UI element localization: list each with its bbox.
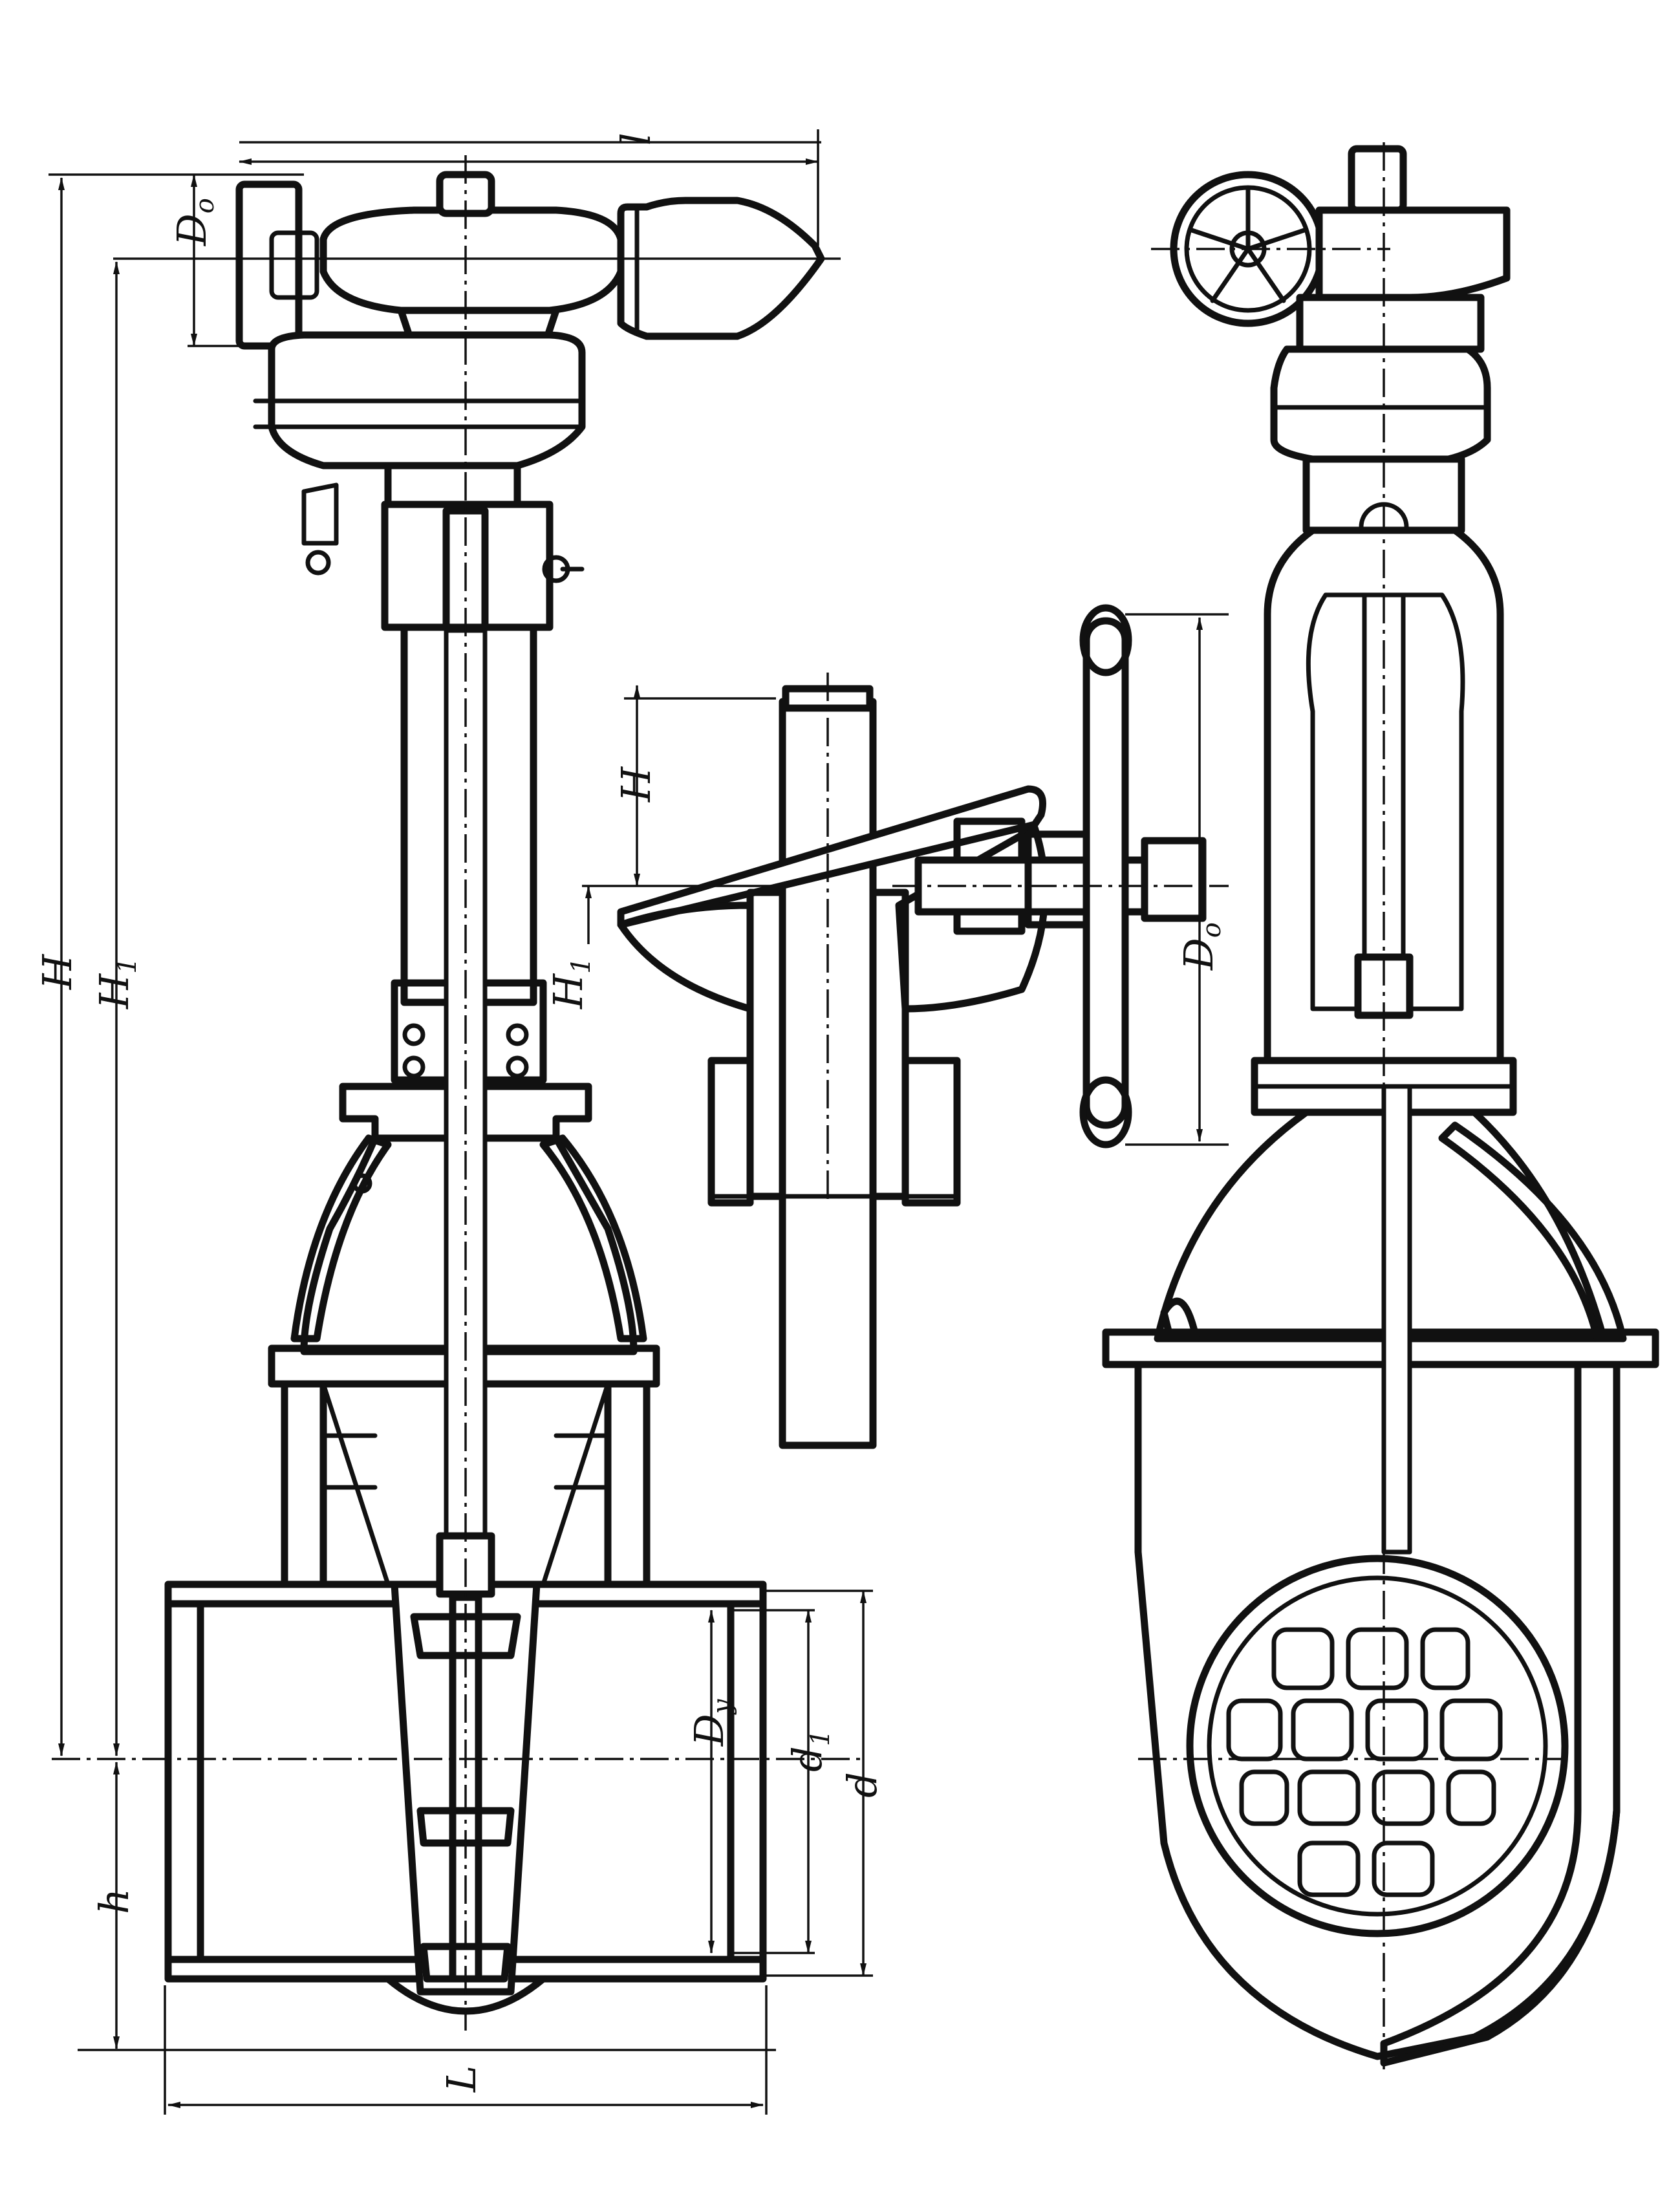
electric-actuator xyxy=(235,171,825,576)
label-h: h xyxy=(91,1888,138,1914)
stuffing-box xyxy=(381,501,585,631)
label-Dy: Dy xyxy=(685,1698,737,1747)
label-D0: Do xyxy=(168,198,220,246)
wedge-grid xyxy=(1186,1555,1569,1937)
label-detail-H1: H1 xyxy=(544,957,596,1009)
label-d: d xyxy=(839,1772,886,1798)
side-view xyxy=(1102,142,1659,2069)
front-section-view: l Do H H1 h L Dy d1 d xyxy=(34,129,886,2115)
handwheel-detail-view: H H1 Do xyxy=(544,604,1229,1449)
pipe-body xyxy=(164,1580,767,2015)
label-d1: d1 xyxy=(784,1730,835,1772)
label-detail-D0: Do xyxy=(1175,922,1227,971)
label-l: l xyxy=(612,133,660,146)
label-L: L xyxy=(438,2065,485,2093)
dimension-lines xyxy=(48,129,873,2115)
label-H1: H1 xyxy=(91,957,142,1009)
dimension-labels: l Do H H1 h L Dy d1 d xyxy=(34,133,886,2093)
label-H: H xyxy=(34,953,81,990)
label-detail-H: H xyxy=(612,766,660,803)
